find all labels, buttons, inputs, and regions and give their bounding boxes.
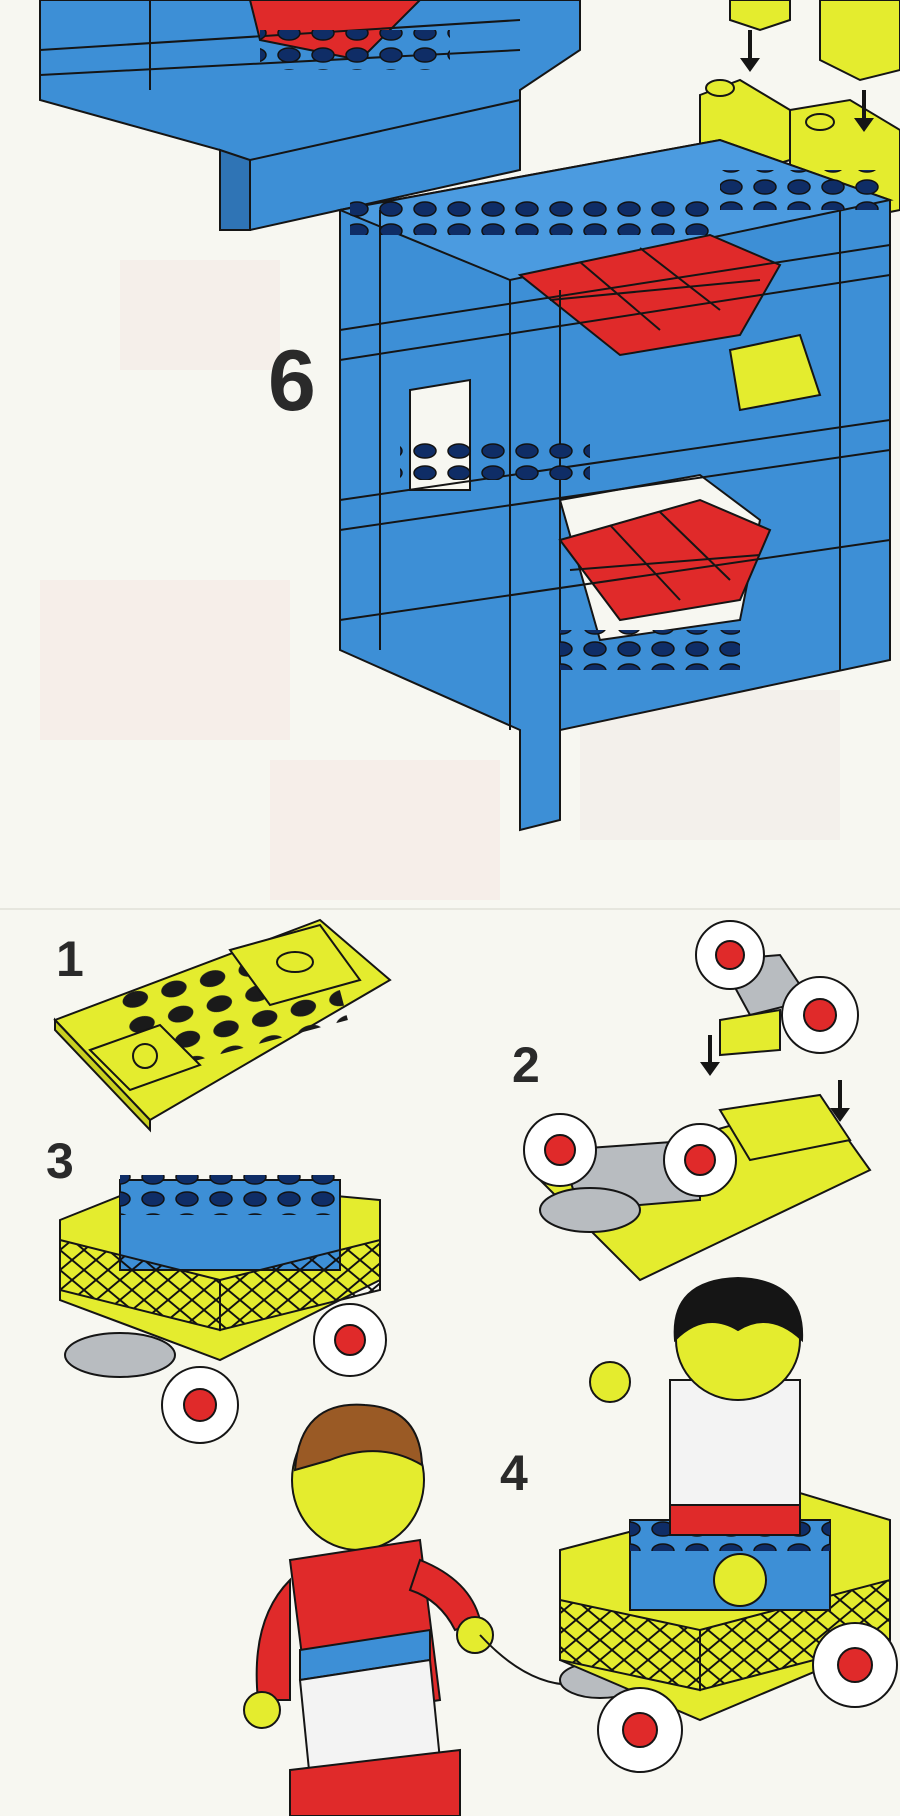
down-arrow-icon <box>854 90 874 132</box>
down-arrow-icon <box>740 30 760 72</box>
trailer-step3 <box>59 1175 387 1444</box>
down-arrow-icon <box>830 1080 850 1122</box>
previous-bunk-partial <box>39 0 581 231</box>
bunk-bed-step6 <box>336 138 894 832</box>
page-fold <box>0 908 900 910</box>
step-number-2: 2 <box>512 1037 540 1093</box>
trailer-with-girl <box>479 1276 898 1773</box>
step-number-3: 3 <box>46 1133 74 1189</box>
boy-figure <box>243 1403 494 1816</box>
step-number-4: 4 <box>500 1445 528 1501</box>
ghost-background <box>40 260 840 900</box>
wheel-assembly-step2 <box>695 920 859 1057</box>
yellow-plate-step1 <box>53 918 392 1133</box>
chassis-step2 <box>523 1093 872 1282</box>
down-arrow-icon <box>700 1035 720 1076</box>
step-number-1: 1 <box>56 931 84 987</box>
step-number-6: 6 <box>268 333 316 429</box>
